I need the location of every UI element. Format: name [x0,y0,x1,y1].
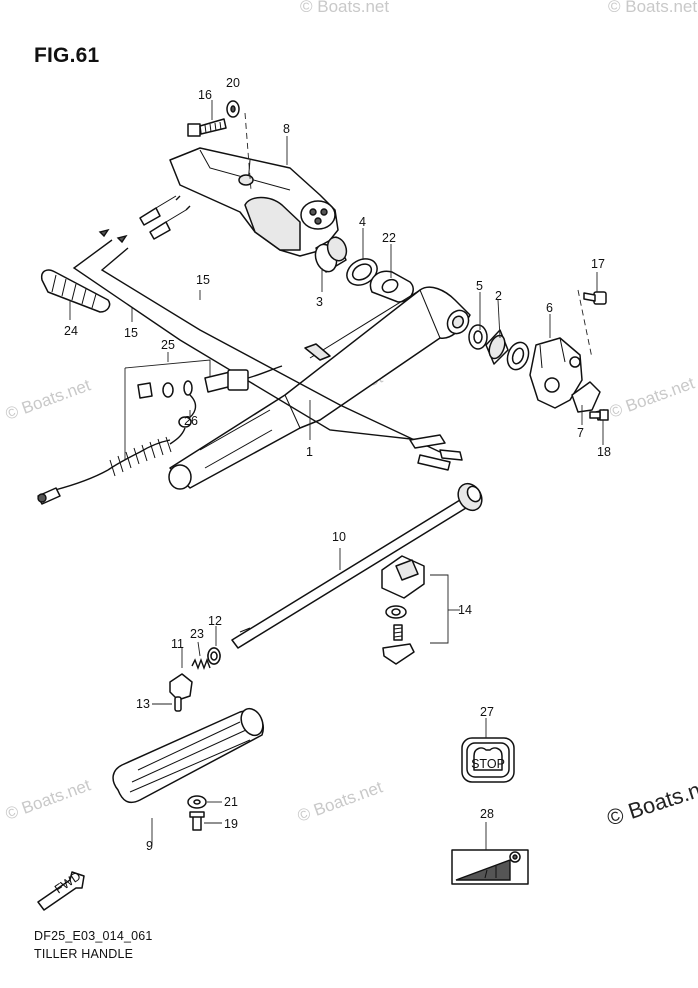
part-2-bushing [485,329,530,371]
callout-17: 17 [591,257,605,271]
part-17-bolt [577,289,607,359]
callout-9: 9 [146,839,153,853]
callout-26: 26 [184,414,198,428]
figure-title: FIG.61 [34,44,100,67]
part-15-throttle-cables [72,195,463,471]
callout-21: 21 [224,795,238,809]
part-5-washer [468,324,488,350]
callout-7: 7 [577,426,584,440]
callout-25: 25 [161,338,175,352]
callout-4: 4 [359,215,366,229]
part-13-pin [174,696,182,712]
part-19-screw [189,811,205,831]
watermark: © Boats.net [295,777,385,825]
watermark: © Boats.n [604,777,698,831]
callout-3: 3 [316,295,323,309]
callout-10: 10 [332,530,346,544]
watermark: © Boats.net [608,0,697,16]
figure-name: TILLER HANDLE [34,947,134,961]
callout-11: 11 [171,637,184,651]
watermark: © Boats.net [607,373,697,421]
callout-2: 2 [495,289,502,303]
part-8-tiller-bracket [169,147,339,257]
part-27-stop-label: STOP [461,737,515,783]
callout-16: 16 [198,88,212,102]
part-25-26-stop-switch [37,359,283,505]
fwd-arrow-icon: FWD [37,869,85,911]
part-22-plate [369,270,414,303]
callout-15b: 15 [124,326,138,340]
callout-14: 14 [458,603,472,617]
callout-24: 24 [64,324,78,338]
callout-8: 8 [283,122,290,136]
stop-text: STOP [471,757,505,771]
part-28-throttle-label [451,849,529,885]
callouts: 20 16 8 4 22 3 17 5 2 6 15 24 15 25 26 7… [64,76,611,853]
model-code: DF25_E03_014_061 [34,929,153,943]
throttle-friction-icon [509,851,521,863]
callout-22: 22 [382,231,396,245]
callout-27: 27 [480,705,494,719]
part-4-washer [346,258,378,286]
part-21-washer [187,795,207,809]
part-6-bracket [529,337,583,409]
callout-1: 1 [306,445,313,459]
part-14-bracket-assy [381,555,425,665]
callout-12: 12 [208,614,222,628]
part-11-block [169,673,193,701]
part-16-bolt [187,118,227,137]
callout-28: 28 [480,807,494,821]
callout-20: 20 [226,76,240,90]
callout-18: 18 [597,445,611,459]
callout-5: 5 [476,279,483,293]
part-18-screw [589,409,609,421]
watermark: © Boats.net [3,375,93,423]
callout-19: 19 [224,817,238,831]
part-24-sleeve [40,269,111,313]
part-9-grip [112,707,265,804]
callout-13: 13 [136,697,150,711]
callout-15a: 15 [196,273,210,287]
part-3-bushing [314,236,348,273]
part-12-washer [207,647,221,665]
part-20-washer [226,100,252,191]
callout-6: 6 [546,301,553,315]
watermark: © Boats.net [3,775,93,823]
callout-23: 23 [190,627,204,641]
part-10-throttle-shaft [231,482,483,649]
part-1-tiller-arm [168,286,471,490]
watermark: © Boats.net [300,0,389,16]
leader-lines [69,100,604,850]
